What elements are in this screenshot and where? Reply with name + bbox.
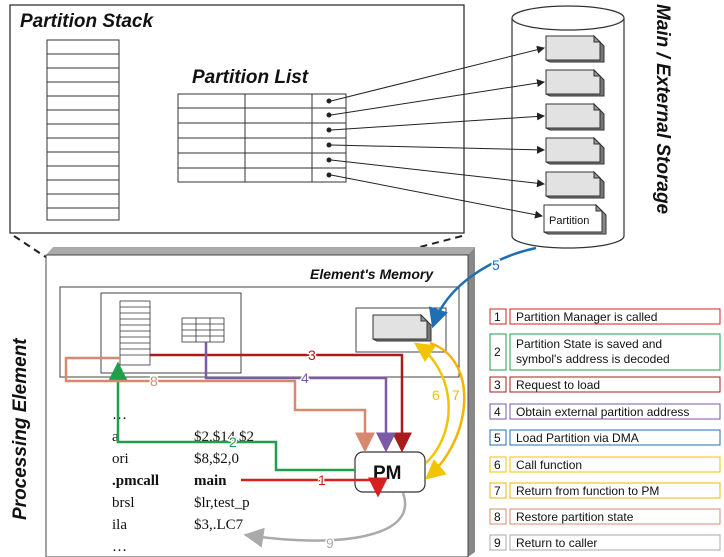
code-op: ila [112,517,127,533]
legend-item-2: 2 Partition State is saved and symbol's … [489,333,721,371]
svg-text:6: 6 [494,458,501,472]
storage-partition-4 [545,136,605,165]
arrow-1 [241,477,388,498]
arrow-2 [108,361,355,472]
legend-item-7: 7 Return from function to PM [489,482,721,499]
arrow-3 [150,353,412,453]
arrow-label-2: 2 [229,434,237,450]
arrow-4 [204,342,396,453]
svg-text:Request to load: Request to load [516,378,600,392]
code-arg: main [194,473,227,489]
code-op: … [112,407,127,423]
elements-memory-title: Element's Memory [310,266,434,282]
main-storage-title: Main / External Storage [652,4,673,215]
svg-text:Partition State is saved and: Partition State is saved and [516,337,662,351]
list-pointers [326,45,545,219]
arrow-6 [413,342,450,464]
svg-text:8: 8 [494,510,501,524]
arrow-label-6: 6 [432,387,440,403]
legend-item-9: 9 Return to caller [489,534,721,551]
svg-text:1: 1 [494,310,501,324]
legend-item-8: 8 Restore partition state [489,508,721,525]
arrow-label-4: 4 [301,370,309,386]
storage-partitions [543,34,607,235]
loaded-partition [372,313,432,342]
partition-label: Partition [549,215,589,227]
code-arg: $lr,test_p [194,495,250,511]
storage-partition-3 [545,102,605,131]
legend: 1 Partition Manager is called 2 Partitio… [489,308,721,551]
partition-list [177,93,347,183]
processing-element-title: Processing Element [10,338,31,520]
storage-partition-5 [545,170,605,199]
mini-partition-list [181,317,225,343]
svg-text:9: 9 [494,536,501,550]
svg-text:4: 4 [494,405,501,419]
svg-text:5: 5 [494,431,501,445]
code-op: … [112,539,127,555]
svg-text:3: 3 [494,378,501,392]
storage-partition-1 [545,34,605,63]
code-op: ori [112,451,129,467]
svg-text:7: 7 [494,484,501,498]
svg-text:Partition Manager is called: Partition Manager is called [516,310,657,324]
arrow-label-3: 3 [308,347,316,363]
svg-text:2: 2 [494,345,501,359]
svg-text:symbol's address is decoded: symbol's address is decoded [516,352,670,366]
flow-arrows [64,246,537,548]
svg-text:Return from function to PM: Return from function to PM [516,484,659,498]
arrow-7 [425,341,466,480]
code-arg: $8,$2,0 [194,451,239,467]
arrow-8 [64,356,375,453]
arrow-label-1: 1 [318,472,326,488]
partition-list-title: Partition List [192,67,309,88]
storage-partition-6 [543,203,607,235]
storage-partition-2 [545,68,605,97]
svg-text:Obtain external partition addr: Obtain external partition address [516,405,689,419]
arrow-5 [428,246,537,329]
svg-text:Return to caller: Return to caller [516,536,597,550]
code-op: .pmcall [112,473,159,489]
arrow-label-8: 8 [150,373,158,389]
legend-item-3: 3 Request to load [489,376,721,393]
legend-item-1: 1 Partition Manager is called [489,308,721,325]
arrow-labels: 1 2 3 4 5 6 7 8 9 [149,256,502,553]
svg-text:Call function: Call function [516,458,582,472]
arrow-label-7: 7 [452,387,460,403]
code-op: a [112,429,119,445]
arrow-9 [243,492,407,548]
svg-text:Load Partition via DMA: Load Partition via DMA [516,431,639,445]
legend-item-5: 5 Load Partition via DMA [489,429,721,446]
legend-item-6: 6 Call function [489,456,721,473]
legend-item-4: 4 Obtain external partition address [489,403,721,420]
arrow-label-9: 9 [326,535,334,551]
partition-stack [46,39,120,221]
partition-stack-title: Partition Stack [20,11,154,32]
code-op: brsl [112,495,135,511]
svg-text:Restore partition state: Restore partition state [516,510,634,524]
mini-partition-stack [119,300,151,366]
arrow-label-5: 5 [492,257,500,273]
code-arg: $3,.LC7 [194,517,244,533]
